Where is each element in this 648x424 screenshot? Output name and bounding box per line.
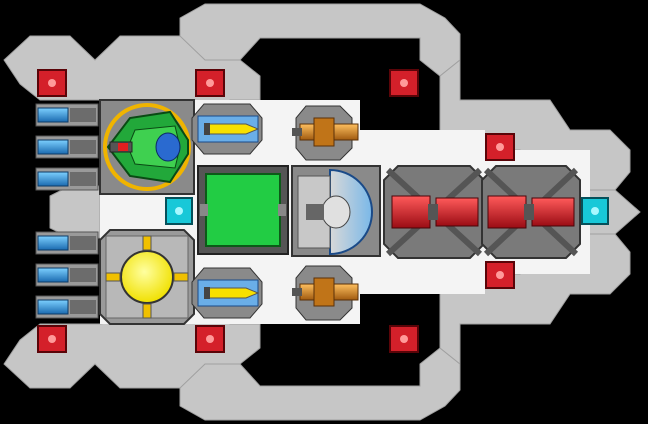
hull: [3, 3, 641, 421]
turret-lower[interactable]: [191, 267, 263, 319]
cannon-lower[interactable]: [292, 265, 359, 321]
green-shield-panel-icon: [200, 173, 286, 247]
engine-module-1[interactable]: [383, 165, 485, 259]
red-node[interactable]: [37, 325, 67, 353]
cockpit-module[interactable]: [99, 99, 195, 195]
cyan-node[interactable]: [165, 197, 193, 225]
cannon-upper[interactable]: [292, 105, 359, 161]
red-node[interactable]: [485, 133, 515, 161]
power-cells-lower: [35, 231, 99, 319]
turret-upper[interactable]: [191, 103, 263, 155]
red-node[interactable]: [195, 325, 225, 353]
orange-cannon-icon: [292, 277, 359, 307]
red-node[interactable]: [389, 69, 419, 97]
orange-cannon-icon: [292, 117, 359, 147]
reactor-module[interactable]: [99, 229, 195, 325]
engine-module-2[interactable]: [481, 165, 581, 259]
power-cells-upper: [35, 103, 99, 191]
hangar-module[interactable]: [291, 165, 381, 257]
red-node[interactable]: [485, 261, 515, 289]
green-fighter-icon: [106, 110, 189, 184]
red-node[interactable]: [389, 325, 419, 353]
yellow-core-icon: [105, 235, 189, 319]
yellow-missile-icon: [204, 287, 260, 299]
shield-module[interactable]: [197, 165, 289, 255]
cyan-node[interactable]: [581, 197, 609, 225]
red-node[interactable]: [195, 69, 225, 97]
red-node[interactable]: [37, 69, 67, 97]
red-engine-icon: [487, 195, 575, 229]
yellow-missile-icon: [204, 123, 260, 135]
red-engine-icon: [391, 195, 479, 229]
dome-hangar-icon: [297, 168, 373, 256]
